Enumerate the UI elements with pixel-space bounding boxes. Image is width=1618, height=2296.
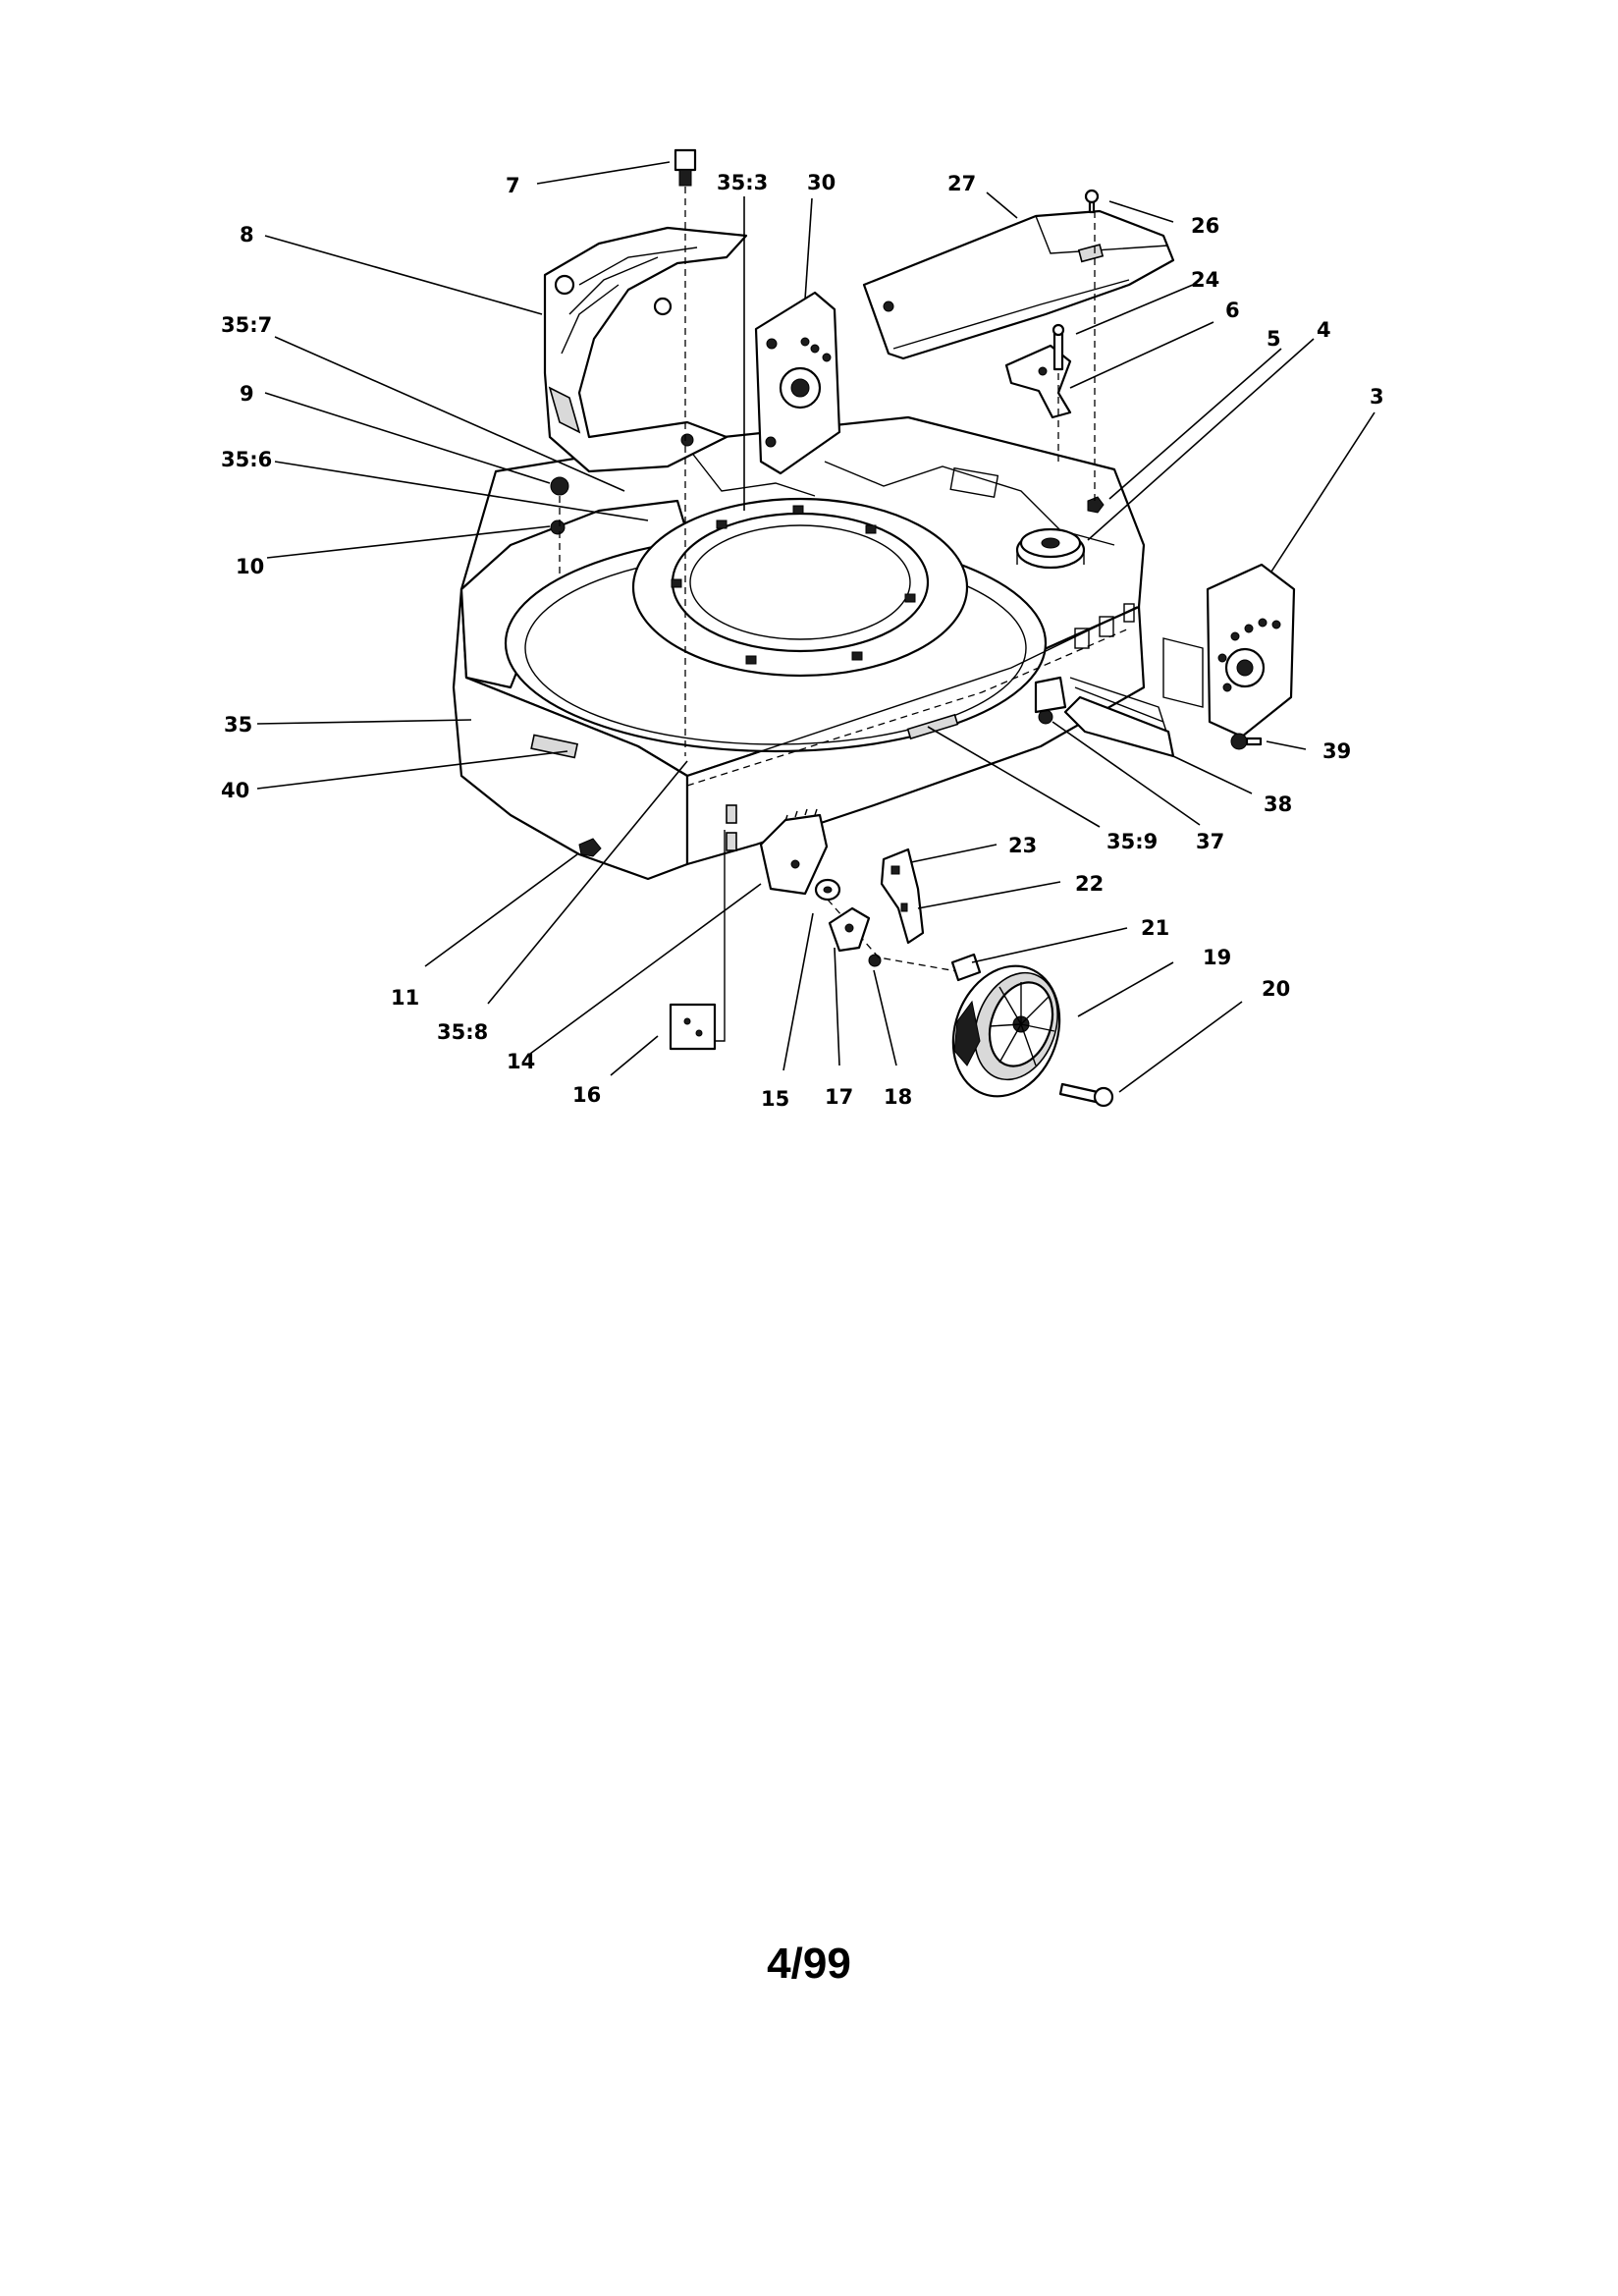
callout-22: 22 xyxy=(1075,872,1104,896)
rear-wheel-bracket xyxy=(754,291,841,475)
leader-lines xyxy=(256,161,1375,1093)
idler-pulley xyxy=(1015,527,1086,570)
rear-baffle xyxy=(1034,637,1204,758)
callout-10: 10 xyxy=(236,555,264,578)
discharge-chute xyxy=(543,226,748,473)
callout-8: 8 xyxy=(240,223,254,246)
wheel xyxy=(951,964,1114,1108)
callout-40: 40 xyxy=(221,779,249,802)
callout-35-9: 35:9 xyxy=(1106,830,1158,853)
callout-35-6: 35:6 xyxy=(221,448,272,471)
callout-4: 4 xyxy=(1317,318,1331,342)
callout-19: 19 xyxy=(1203,946,1231,969)
callout-35: 35 xyxy=(224,713,252,737)
height-adjust-parts xyxy=(669,808,982,1051)
callout-35-3: 35:3 xyxy=(717,171,768,194)
callout-17: 17 xyxy=(825,1085,853,1109)
callout-35-8: 35:8 xyxy=(437,1020,488,1044)
callout-16: 16 xyxy=(572,1083,601,1107)
callout-20: 20 xyxy=(1262,977,1290,1001)
callout-15: 15 xyxy=(761,1087,789,1111)
belt-cover xyxy=(862,209,1175,360)
callout-38: 38 xyxy=(1264,793,1292,816)
callout-3: 3 xyxy=(1370,385,1384,409)
right-wheel-bracket xyxy=(1206,563,1296,738)
callout-23: 23 xyxy=(1008,834,1037,857)
callout-21: 21 xyxy=(1141,916,1169,940)
fasteners xyxy=(550,148,1263,967)
callout-18: 18 xyxy=(884,1085,912,1109)
callout-24: 24 xyxy=(1191,268,1219,292)
callout-39: 39 xyxy=(1322,739,1351,763)
mower-deck-housing xyxy=(452,415,1146,881)
callout-30: 30 xyxy=(807,171,836,194)
callout-26: 26 xyxy=(1191,214,1219,238)
callout-27: 27 xyxy=(947,172,976,195)
callout-35-7: 35:7 xyxy=(221,313,272,337)
callout-labels: 7 35:3 30 27 26 8 24 6 35:7 5 4 3 9 35:6… xyxy=(221,171,1384,1111)
callout-5: 5 xyxy=(1267,327,1281,351)
page-number: 4/99 xyxy=(767,1940,851,1988)
callout-9: 9 xyxy=(240,382,254,406)
callout-6: 6 xyxy=(1225,299,1240,322)
callout-7: 7 xyxy=(506,174,520,197)
callout-37: 37 xyxy=(1196,830,1224,853)
callout-11: 11 xyxy=(391,986,419,1010)
bracket-and-bolt xyxy=(1004,323,1072,419)
callout-14: 14 xyxy=(507,1050,535,1073)
